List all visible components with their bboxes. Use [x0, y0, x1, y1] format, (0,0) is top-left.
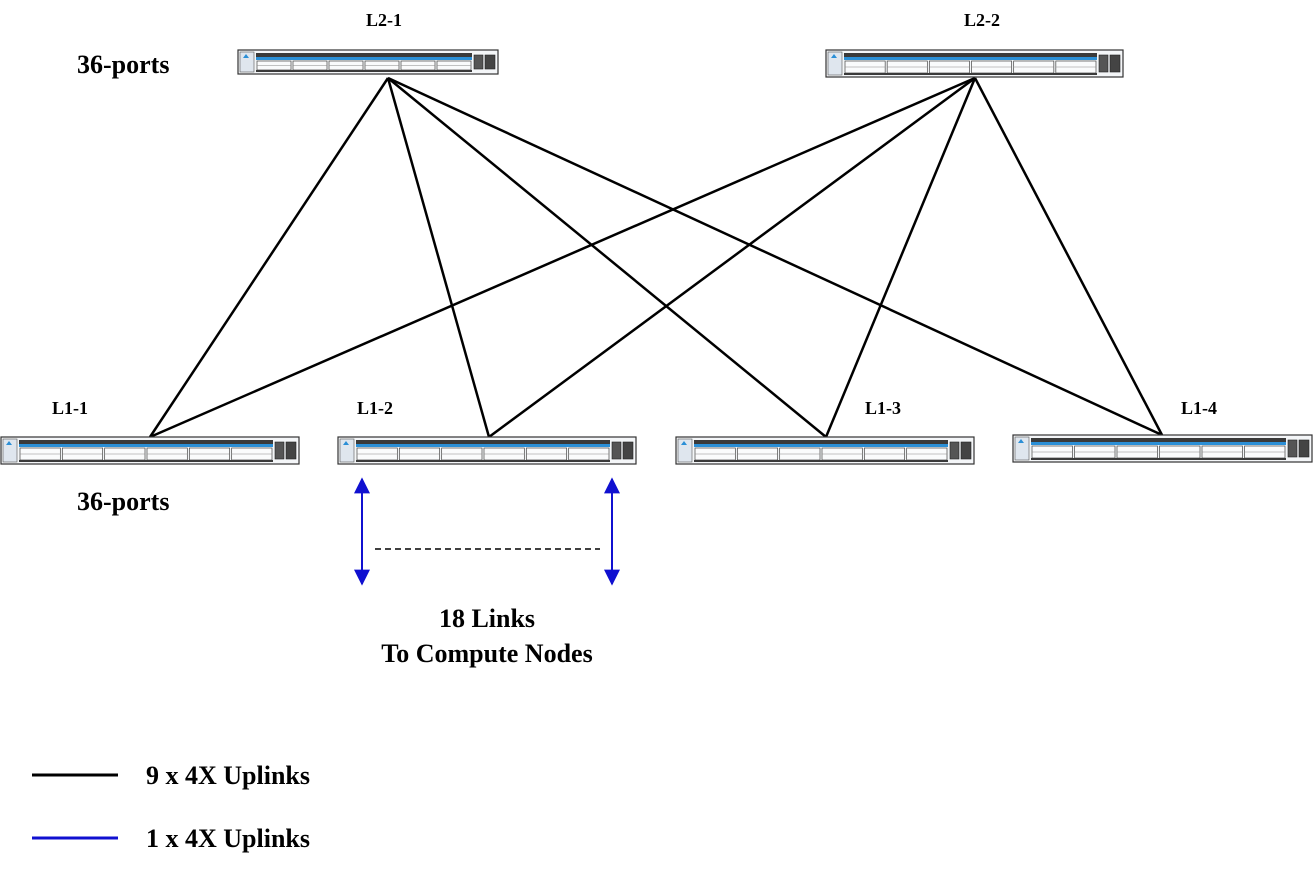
- switch-L2-1[interactable]: [237, 49, 499, 75]
- switch-label-L2-2: L2-2: [964, 10, 1000, 30]
- links-label-line1: 18 Links: [439, 604, 535, 633]
- switch-label-L1-1: L1-1: [52, 398, 88, 418]
- switch-label-L1-4: L1-4: [1181, 398, 1217, 418]
- switch-L1-3[interactable]: [675, 436, 975, 465]
- uplink-L2-1-L1-4: [387, 76, 1163, 437]
- uplink-L2-2-L1-3: [824, 77, 977, 438]
- switch-L2-2[interactable]: [825, 49, 1124, 78]
- switch-label-L2-1: L2-1: [366, 10, 402, 30]
- uplink-L2-1-L1-2: [386, 77, 491, 438]
- legend-label-uplink-1x: 1 x 4X Uplinks: [146, 824, 310, 853]
- switches: [0, 49, 1313, 465]
- uplink-L2-2-L1-4: [973, 77, 1164, 436]
- switch-label-L1-3: L1-3: [865, 398, 901, 418]
- switch-L1-2[interactable]: [337, 436, 637, 465]
- leaf-ports-label: 36-ports: [77, 487, 169, 516]
- compute-links: [354, 477, 620, 586]
- legend: 9 x 4X Uplinks 1 x 4X Uplinks: [32, 761, 310, 853]
- uplink-lines: [148, 76, 1164, 439]
- uplink-L2-1-L1-1: [148, 77, 390, 438]
- spine-ports-label: 36-ports: [77, 50, 169, 79]
- switch-L1-4[interactable]: [1012, 434, 1313, 463]
- legend-label-uplink-9x: 9 x 4X Uplinks: [146, 761, 310, 790]
- uplink-L2-2-L1-1: [149, 76, 976, 439]
- switch-L1-1[interactable]: [0, 436, 300, 465]
- switch-label-L1-2: L1-2: [357, 398, 393, 418]
- uplink-L2-1-L1-3: [387, 77, 827, 438]
- uplink-L2-2-L1-2: [488, 76, 976, 439]
- links-label-line2: To Compute Nodes: [381, 639, 592, 668]
